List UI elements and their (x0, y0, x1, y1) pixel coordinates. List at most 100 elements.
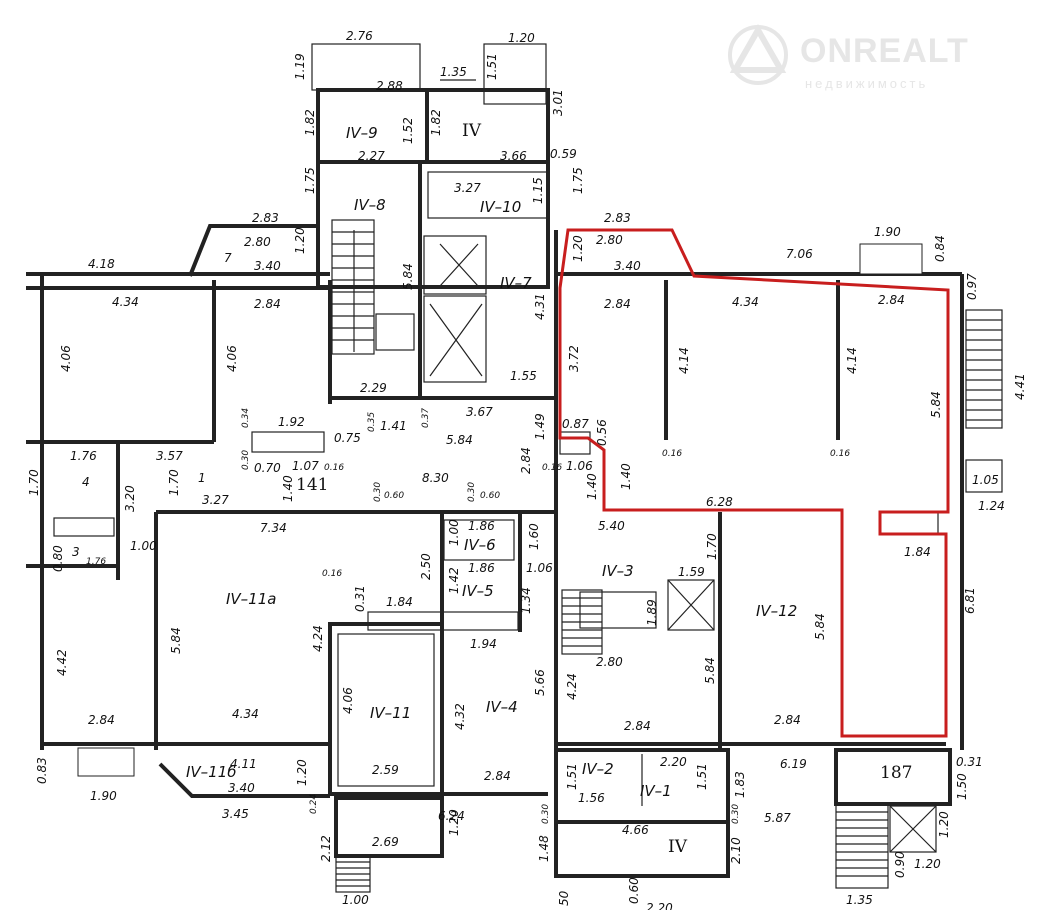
room-iv-3[interactable]: IV–3 (602, 562, 634, 580)
room-141[interactable]: 141 (296, 475, 328, 495)
dim-label: 1.82 (303, 109, 317, 136)
dim-label: 1.20 (447, 809, 461, 836)
dim-label: 6.28 (706, 495, 733, 509)
dim-label: 1.49 (533, 413, 547, 440)
dim-label: 0.16 (542, 463, 562, 473)
dim-label: 4.18 (88, 257, 115, 271)
room-iv-1[interactable]: IV–1 (640, 782, 672, 800)
dim-label: 1.24 (978, 499, 1005, 513)
dim-label: 1.60 (527, 523, 541, 550)
dim-label: 5.84 (813, 613, 827, 640)
dim-label: 2.12 (319, 835, 333, 862)
dim-label: 1.05 (972, 473, 999, 487)
room-iv-9[interactable]: IV–9 (346, 124, 378, 142)
dim-label: 4.66 (622, 823, 649, 837)
dim-label: 1.94 (470, 637, 497, 651)
left-wing-walls (26, 224, 556, 893)
dim-label: 5.66 (533, 669, 547, 696)
dim-label: 5.84 (401, 263, 415, 290)
dim-label: 8.30 (422, 471, 449, 485)
dim-label: 5.87 (764, 811, 791, 825)
dim-label: 2.84 (254, 297, 281, 311)
dim-label: 1.92 (278, 415, 305, 429)
room-iv-10[interactable]: IV–10 (480, 198, 521, 216)
dim-label: 1.20 (295, 759, 309, 786)
dim-label: 3.72 (567, 345, 581, 372)
dim-label: 4.41 (1013, 373, 1027, 400)
dim-label: 50 (557, 890, 571, 906)
dim-label: 2.10 (729, 837, 743, 864)
watermark-logo: ONREALT недвижимость (728, 23, 968, 91)
room-iv-6[interactable]: IV–6 (464, 536, 496, 554)
dim-label: 1.15 (531, 177, 545, 204)
room-iv[interactable]: IV (462, 121, 482, 141)
dim-label: 5.40 (598, 519, 625, 533)
top-block-walls (311, 43, 550, 400)
dim-label: 0.83 (35, 757, 49, 784)
dim-label: 2.20 (646, 901, 673, 910)
dim-label: 1.20 (937, 811, 951, 838)
dim-label: 4.14 (845, 347, 859, 374)
dim-label: 2.84 (88, 713, 115, 727)
dim-label: 0.60 (480, 491, 500, 501)
room-iv-11[interactable]: IV–11 (370, 704, 411, 722)
dim-label: 3.67 (466, 405, 493, 419)
room-iv-7[interactable]: IV–7 (500, 274, 532, 292)
dim-label: 1.83 (733, 771, 747, 798)
dim-label: 1.20 (914, 857, 941, 871)
dim-label: 0.37 (421, 408, 431, 428)
room-iv-11a[interactable]: IV–11а (226, 590, 276, 608)
dimension-labels: 2.76 1.20 1.19 1.35 1.51 2.88 3.01 1.82 … (27, 29, 1027, 910)
dim-label: 4.24 (311, 625, 325, 652)
dim-label: 2.80 (596, 233, 623, 247)
dim-label: 3.20 (123, 485, 137, 512)
dim-label: 1.20 (508, 31, 535, 45)
dim-label: 4.34 (232, 707, 259, 721)
dim-label: 0.35 (367, 412, 377, 432)
dim-label: 5.84 (929, 391, 943, 418)
dim-label: 1.06 (566, 459, 593, 473)
dim-label: 0.70 (254, 461, 281, 475)
room-iv-5[interactable]: IV–5 (462, 582, 494, 600)
room-iv-bottom[interactable]: IV (668, 837, 688, 857)
dim-label: 1.70 (705, 533, 719, 560)
dim-label: 0.30 (541, 804, 551, 824)
dim-label: 1.51 (485, 53, 499, 80)
room-iv-11b[interactable]: IV–11б (186, 763, 237, 781)
dim-label: 7.34 (260, 521, 287, 535)
room-iv-8[interactable]: IV–8 (354, 196, 386, 214)
dim-label: 4.06 (59, 345, 73, 372)
dim-label: 4.06 (225, 345, 239, 372)
room-iv-12[interactable]: IV–12 (756, 602, 797, 620)
dim-label: 1.00 (447, 519, 461, 546)
dim-label: 1.35 (440, 65, 467, 79)
room-187[interactable]: 187 (880, 763, 912, 783)
dim-label: 0.56 (595, 419, 609, 446)
dim-label: 7.06 (786, 247, 813, 261)
dim-label: 2.50 (419, 553, 433, 580)
dim-label: 0.59 (550, 147, 577, 161)
dim-label: 2.84 (484, 769, 511, 783)
dim-label: 1.52 (401, 117, 415, 144)
dim-label: 1.40 (281, 475, 295, 502)
dim-label: 2.83 (252, 211, 279, 225)
room-7: 7 (224, 251, 232, 265)
dim-label: 0.90 (893, 851, 907, 878)
dim-label: 1.20 (571, 235, 585, 262)
dim-label: 1.51 (565, 763, 579, 790)
room-4: 4 (82, 475, 90, 489)
dim-label: 4.32 (453, 703, 467, 730)
dim-label: 0.31 (956, 755, 983, 769)
dim-label: 0.24 (309, 794, 319, 814)
dim-label: 2.88 (376, 79, 403, 93)
dim-label: 2.80 (596, 655, 623, 669)
dim-label: 1.48 (537, 835, 551, 862)
room-1: 1 (198, 471, 206, 485)
highlighted-unit-outline[interactable] (558, 228, 950, 738)
dim-label: 2.83 (604, 211, 631, 225)
dim-label: 1.35 (846, 893, 873, 907)
room-iv-4[interactable]: IV–4 (486, 698, 518, 716)
room-iv-2[interactable]: IV–2 (582, 760, 614, 778)
dim-label: 0.84 (933, 235, 947, 262)
right-block-walls (330, 230, 1003, 889)
